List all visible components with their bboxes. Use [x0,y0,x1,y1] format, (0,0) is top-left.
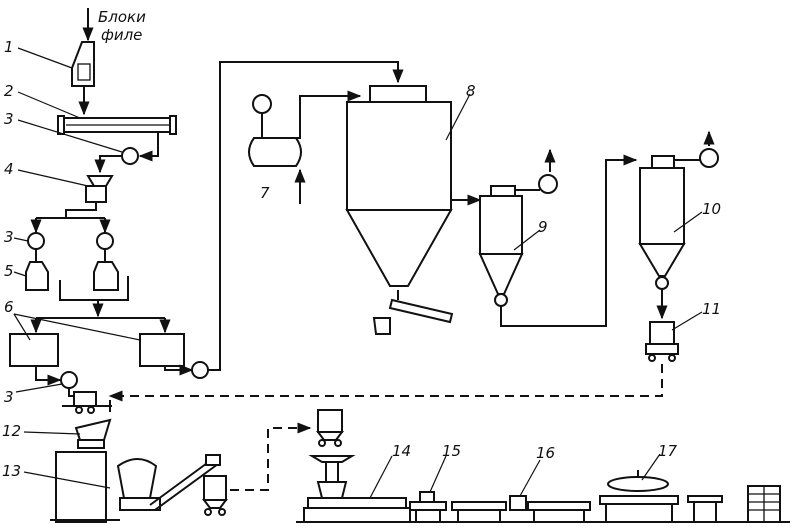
hot-air-flow [296,90,362,139]
leader-8 [445,93,471,141]
label-14: 14 [392,442,411,460]
mixer-4 [85,175,114,203]
label-16: 16 [536,444,555,462]
label-13: 13 [2,462,21,480]
label-5: 5 [4,262,14,280]
leader-1 [17,47,73,69]
pump-main [191,361,209,379]
leader-14 [369,455,393,499]
pump-3-bottom [60,371,78,389]
label-1: 1 [4,38,14,56]
label-7: 7 [260,184,270,202]
leader-9 [513,229,541,251]
label-3c: 3 [4,388,14,406]
crusher-1 [71,41,95,87]
cart-lower [202,475,228,516]
leader-10 [673,211,703,233]
leader-2 [17,91,81,119]
tank-6-left [9,333,59,367]
label-11: 11 [702,300,721,318]
leader-13 [23,471,111,489]
screw-8-out [372,290,454,335]
heater-7 [248,94,302,167]
input-label-line2: филе [101,26,142,44]
leader-16 [519,459,541,497]
filling-cart [316,409,344,447]
dashed-return [108,364,663,402]
label-4: 4 [4,160,14,178]
flow-3-4 [94,155,122,174]
label-17: 17 [658,442,678,460]
tank-5-right [93,261,119,291]
label-3b: 3 [4,228,14,246]
cyclone-9 [478,174,558,307]
filler-14 [303,455,411,523]
leader-11 [671,311,703,331]
flow-4-split [65,202,97,218]
feeder-cart-12 [62,391,112,414]
tank-5-left [25,261,49,291]
pump-3-right [96,232,114,250]
flow-2-3 [138,132,159,162]
label-9: 9 [538,218,548,236]
flow-6-3 [35,366,62,386]
leader-6a [13,313,31,341]
stacked-boxes [747,485,781,523]
leader-4 [17,169,89,187]
leader-17 [641,453,661,481]
pump-3-top [121,147,139,165]
leader-3a [17,119,123,153]
spray-dryer-8 [345,85,453,287]
label-2: 2 [4,82,14,100]
label-6: 6 [4,298,14,316]
flow-6-pump [164,364,194,376]
tank-6-right [139,333,185,367]
flow-9-10 [500,154,638,327]
packer-12 [74,418,112,449]
screw-conveyor-2 [57,115,177,135]
kettle-13 [50,451,221,523]
input-label-line1: Блоки [98,8,146,26]
leader-5 [13,271,27,277]
cyclone-10 [638,148,719,290]
tanks-5-link [59,276,129,301]
conveyor-line [409,470,723,522]
leader-12 [23,431,81,435]
label-3a: 3 [4,110,14,128]
leader-15 [429,455,447,493]
leader-6b [13,313,141,341]
label-8: 8 [466,82,476,100]
flow-to-dryer [208,61,404,371]
leader-3c [15,383,63,393]
pump-3-left [27,232,45,250]
dashed-to-line [230,422,312,491]
label-12: 12 [2,422,21,440]
label-15: 15 [442,442,461,460]
label-10: 10 [702,200,721,218]
cart-11 [645,321,679,362]
leader-3b [13,237,29,242]
